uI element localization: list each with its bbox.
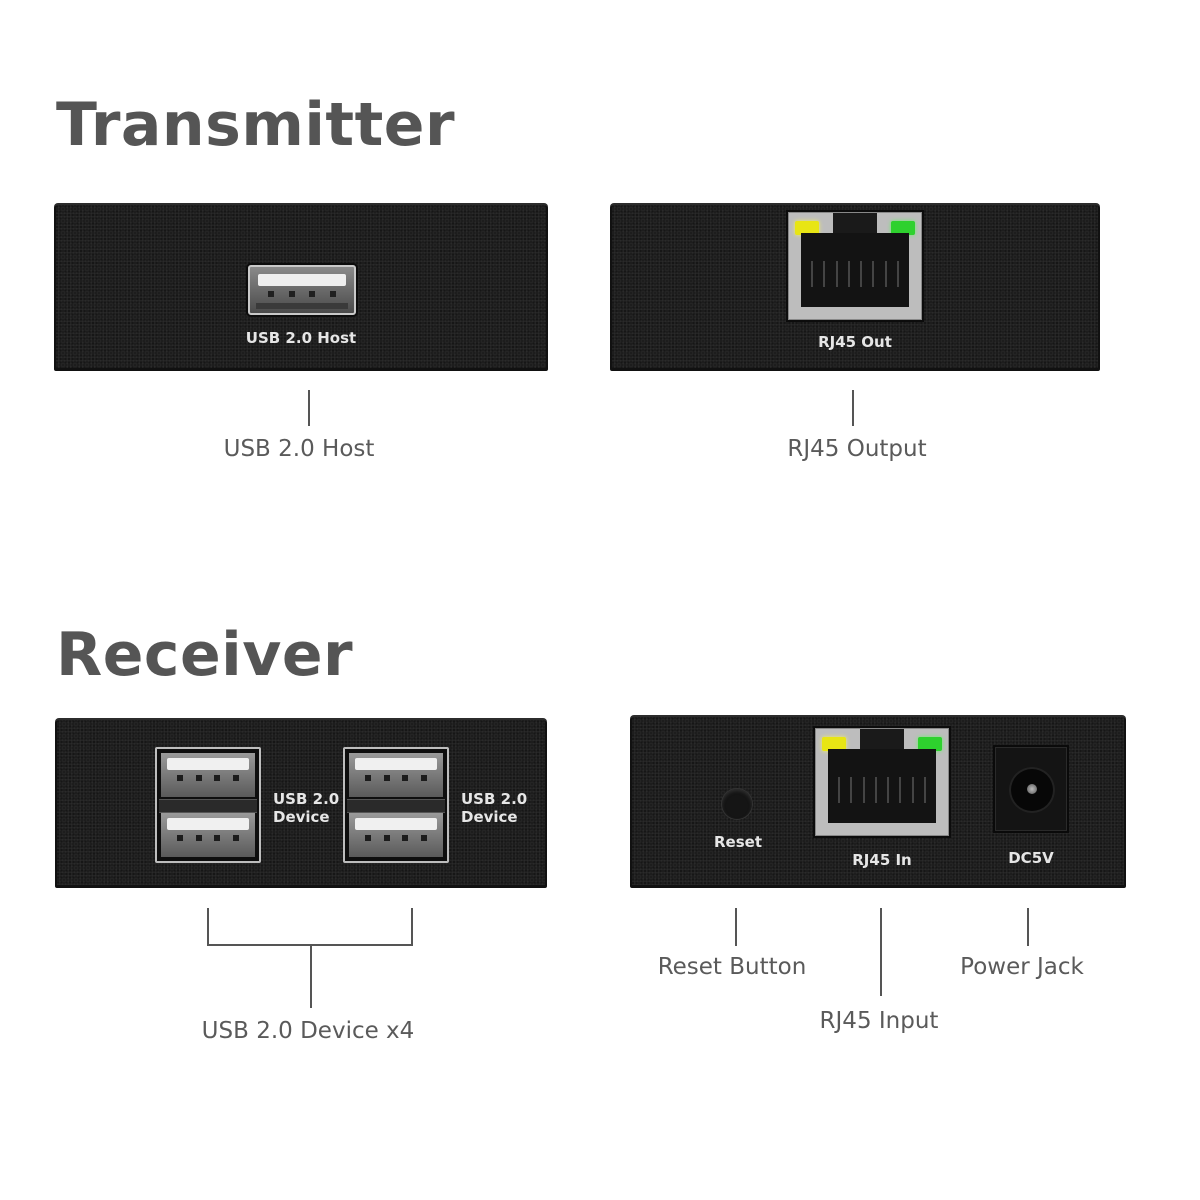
rj45-out-port-label: RJ45 Out [818,333,892,351]
reset-button-label: Reset [714,833,762,851]
usb-device-port [161,813,255,857]
receiver-rj45-panel: Reset RJ45 In DC5V [630,715,1126,888]
usb-divider [159,799,257,813]
usb-tongue [258,274,346,286]
callout-usb-device: USB 2.0 Device x4 [201,1018,415,1044]
dc-jack-ring [1009,767,1055,813]
callout-line-reset [735,908,737,946]
callout-line-rj45-input [880,908,882,996]
callout-line-rj45-output [852,390,854,426]
rj45-contacts [838,777,926,803]
reset-button[interactable] [722,789,752,819]
callout-power-jack: Power Jack [960,954,1084,980]
transmitter-title: Transmitter [56,90,456,160]
led-yellow-icon [822,737,846,751]
rj45-in-port-label: RJ45 In [852,851,912,869]
callout-line-usb-host [308,390,310,426]
callout-rj45-output: RJ45 Output [787,436,927,462]
usb-device-port [349,813,443,857]
dc-power-jack-label: DC5V [1008,849,1054,867]
receiver-title: Receiver [56,620,354,690]
usb-host-port [248,265,356,315]
led-green-icon [891,221,915,235]
usb-pins [268,291,336,297]
callout-line-usb-device [310,944,312,1008]
usb-device-label-2: USB 2.0 Device [461,790,528,826]
transmitter-usb-panel: USB 2.0 Host [54,203,548,371]
usb-host-port-label: USB 2.0 Host [245,329,357,347]
usb-base [256,303,348,309]
receiver-usb-panel: USB 2.0 Device USB 2.0 Device [55,718,547,888]
usb-divider [347,799,445,813]
dc-jack-pin [1027,784,1037,794]
rj45-socket [801,233,909,307]
callout-line-power [1027,908,1029,946]
usb-device-port-stack-1 [155,747,261,863]
callout-reset-button: Reset Button [657,954,807,980]
rj45-in-port [815,728,949,836]
callout-bracket-usb-device [207,908,413,946]
dc-power-jack [993,745,1069,833]
usb-device-port-stack-2 [343,747,449,863]
usb-device-label-1: USB 2.0 Device [273,790,340,826]
rj45-socket [828,749,936,823]
callout-usb-host: USB 2.0 Host [223,436,375,462]
callout-rj45-input: RJ45 Input [819,1008,939,1034]
usb-device-port [349,753,443,797]
rj45-out-port [788,212,922,320]
transmitter-rj45-panel: RJ45 Out [610,203,1100,371]
led-green-icon [918,737,942,751]
led-yellow-icon [795,221,819,235]
usb-device-port [161,753,255,797]
rj45-contacts [811,261,899,287]
